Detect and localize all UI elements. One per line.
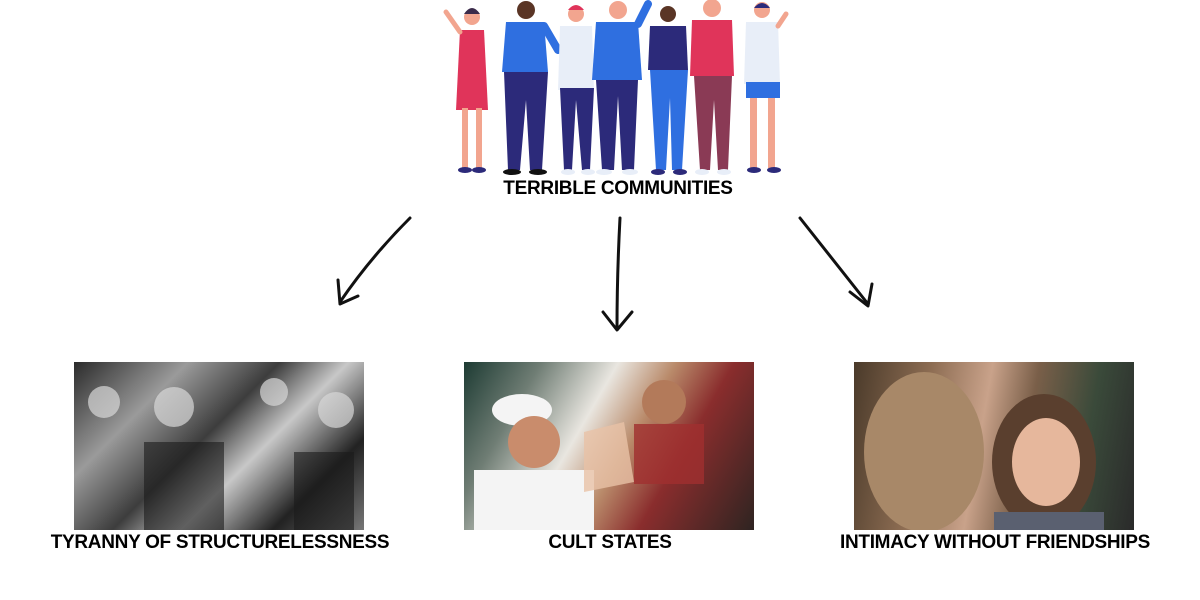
conversation-photo	[854, 362, 1134, 530]
branch-label-intimacy: INTIMACY WITHOUT FRIENDSHIPS	[800, 532, 1190, 554]
arrow-right	[800, 218, 872, 306]
cult-gathering-photo	[464, 362, 754, 530]
protest-photo	[74, 362, 364, 530]
arrow-left	[338, 218, 410, 304]
arrow-middle	[603, 218, 632, 330]
branch-label-structurelessness: TYRANNY OF STRUCTURELESSNESS	[20, 532, 420, 554]
branch-label-cult-states: CULT STATES	[420, 532, 800, 554]
